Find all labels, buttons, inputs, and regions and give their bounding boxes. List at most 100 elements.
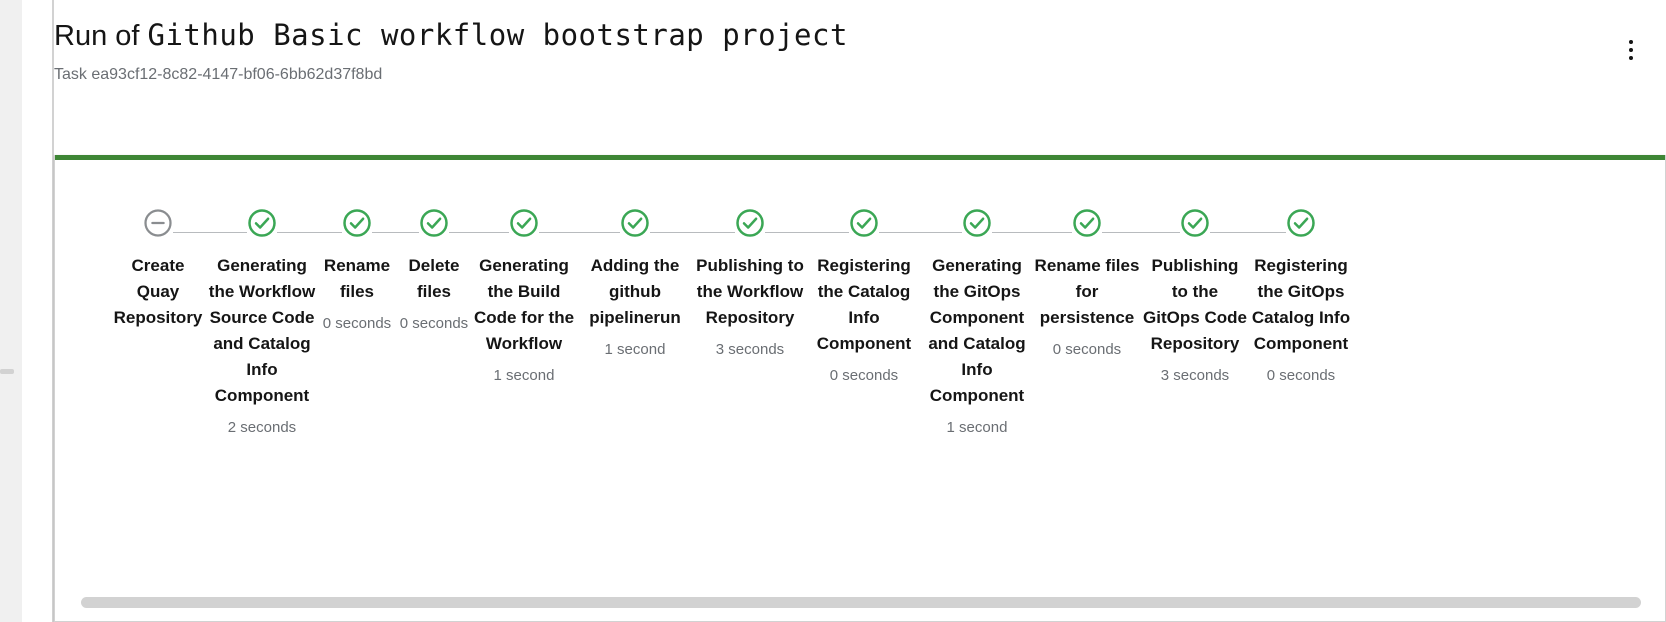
step-connector-right	[992, 231, 1032, 233]
step-connector-left	[1142, 231, 1180, 233]
step-connector-left	[576, 231, 620, 233]
step-icon-row	[806, 205, 922, 241]
step-duration: 0 seconds	[322, 315, 392, 332]
kebab-menu-icon[interactable]	[1613, 28, 1649, 72]
step-connector-left	[318, 231, 342, 233]
step-label: Generating the GitOps Component and Cata…	[928, 256, 1026, 405]
page-title-prefix: Run of	[54, 20, 148, 52]
step-icon-row	[922, 205, 1032, 241]
stepper-step[interactable]: Create Quay Repository	[110, 205, 206, 331]
check-circle-icon[interactable]	[849, 208, 879, 238]
step-icon-row	[206, 205, 318, 241]
stepper-step[interactable]: Registering the GitOps Catalog Info Comp…	[1248, 205, 1354, 386]
main-content: Run of Github Basic workflow bootstrap p…	[54, 0, 1666, 622]
stepper-step[interactable]: Publishing to the Workflow Repository 3 s…	[694, 205, 806, 360]
stepper-step[interactable]: Adding the github pipelinerun 1 second	[576, 205, 694, 360]
check-circle-icon[interactable]	[735, 208, 765, 238]
check-circle-icon[interactable]	[962, 208, 992, 238]
panel-divider-right	[52, 0, 54, 622]
stepper-step[interactable]: Rename files for persistence 0 seconds	[1032, 205, 1142, 360]
step-connector-left	[1032, 231, 1072, 233]
step-label: Create Quay Repository	[113, 256, 203, 327]
step-duration: 3 seconds	[1160, 367, 1230, 384]
step-connector-right	[879, 231, 922, 233]
panel-divider-left	[22, 0, 23, 622]
step-icon-row	[318, 205, 396, 241]
step-connector-right	[173, 231, 206, 233]
step-duration: 1 second	[493, 367, 555, 384]
page-header: Run of Github Basic workflow bootstrap p…	[54, 0, 1666, 86]
step-connector-right	[765, 231, 806, 233]
stepper-step[interactable]: Publishing to the GitOps Code Repository…	[1142, 205, 1248, 386]
scrollbar-thumb[interactable]	[81, 597, 1641, 608]
step-duration: 0 seconds	[829, 367, 899, 384]
step-label: Generating the Workflow Source Code and …	[208, 256, 316, 405]
step-icon-row	[1032, 205, 1142, 241]
page-title-main: Github Basic workflow bootstrap project	[147, 18, 848, 52]
step-icon-row	[1248, 205, 1354, 241]
step-connector-right	[1210, 231, 1248, 233]
step-icon-row	[396, 205, 472, 241]
minus-circle-icon[interactable]	[143, 208, 173, 238]
stepper-step[interactable]: Generating the Build Code for the Workfl…	[472, 205, 576, 386]
check-circle-icon[interactable]	[620, 208, 650, 238]
step-connector-right	[372, 231, 396, 233]
step-connector-right	[449, 231, 472, 233]
step-icon-row	[110, 205, 206, 241]
step-connector-right	[539, 231, 576, 233]
step-icon-row	[576, 205, 694, 241]
card-horizontal-scrollbar[interactable]	[81, 597, 1641, 608]
step-duration: 3 seconds	[715, 341, 785, 358]
step-connector-left	[806, 231, 849, 233]
step-label: Publishing to the Workflow Repository	[696, 256, 804, 327]
step-connector-left	[396, 231, 419, 233]
check-circle-icon[interactable]	[1180, 208, 1210, 238]
stepper-step[interactable]: Generating the GitOps Component and Cata…	[922, 205, 1032, 438]
kebab-dot-1	[1629, 40, 1633, 44]
step-connector-right	[1102, 231, 1142, 233]
step-duration: 1 second	[946, 419, 1008, 436]
step-duration: 1 second	[604, 341, 666, 358]
step-label: Adding the github pipelinerun	[589, 256, 681, 327]
step-duration: 2 seconds	[227, 419, 297, 436]
task-id-subtitle: Task ea93cf12-8c82-4147-bf06-6bb62d37f8b…	[54, 66, 383, 83]
step-connector-right	[277, 231, 318, 233]
check-circle-icon[interactable]	[419, 208, 449, 238]
check-circle-icon[interactable]	[1072, 208, 1102, 238]
check-circle-icon[interactable]	[247, 208, 277, 238]
page-title: Run of Github Basic workflow bootstrap p…	[54, 16, 1666, 55]
kebab-dot-3	[1629, 56, 1633, 60]
step-connector-right	[650, 231, 694, 233]
step-connector-left	[694, 231, 735, 233]
step-connector-left	[472, 231, 509, 233]
step-connector-left	[1248, 231, 1286, 233]
step-connector-left	[922, 231, 962, 233]
step-label: Publishing to the GitOps Code Repository	[1143, 256, 1247, 353]
check-circle-icon[interactable]	[509, 208, 539, 238]
kebab-dot-2	[1629, 48, 1633, 52]
step-connector-left	[206, 231, 247, 233]
step-duration: 0 seconds	[399, 315, 469, 332]
step-label: Rename files for persistence	[1034, 256, 1140, 327]
step-label: Generating the Build Code for the Workfl…	[473, 256, 575, 353]
card-status-accent-bar	[55, 155, 1665, 160]
step-icon-row	[472, 205, 576, 241]
step-icon-row	[1142, 205, 1248, 241]
check-circle-icon[interactable]	[342, 208, 372, 238]
step-label: Rename files	[323, 256, 391, 301]
check-circle-icon[interactable]	[1286, 208, 1316, 238]
stepper-step[interactable]: Rename files 0 seconds	[318, 205, 396, 334]
step-duration: 0 seconds	[1266, 367, 1336, 384]
step-duration: 0 seconds	[1052, 341, 1122, 358]
step-label: Registering the Catalog Info Component	[816, 256, 912, 353]
stepper-step[interactable]: Generating the Workflow Source Code and …	[206, 205, 318, 438]
stepper-step[interactable]: Registering the Catalog Info Component 0 …	[806, 205, 922, 386]
left-gutter-scroll-nub[interactable]	[0, 369, 14, 374]
step-label: Registering the GitOps Catalog Info Comp…	[1251, 256, 1351, 353]
left-gutter	[0, 0, 22, 622]
